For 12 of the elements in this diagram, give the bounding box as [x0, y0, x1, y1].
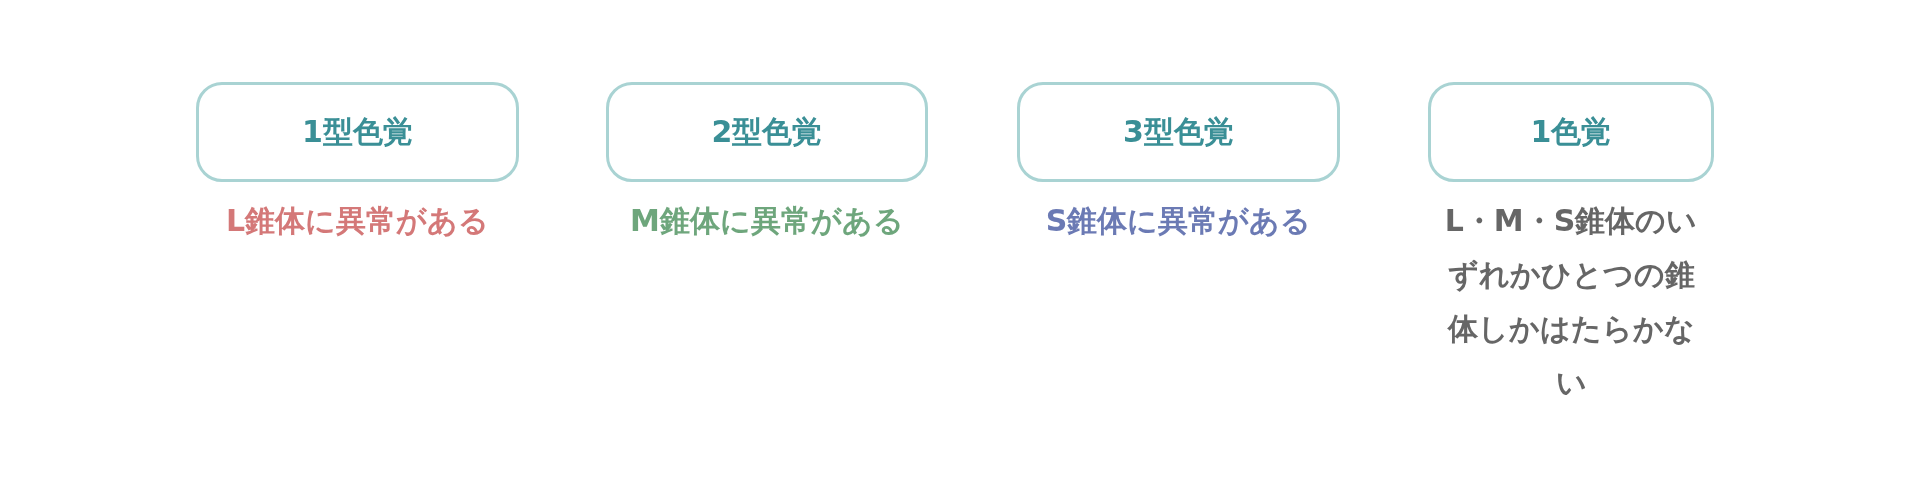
box-title: 1色覚	[1530, 112, 1612, 151]
box-title: 3型色覚	[1123, 112, 1234, 151]
description-text: L・M・S錐体のいずれかひとつの錐体しかはたらかない	[1443, 202, 1699, 402]
rounded-box	[196, 82, 519, 182]
rounded-box	[606, 82, 928, 182]
box-title: 2型色覚	[711, 112, 823, 151]
rounded-box	[1017, 82, 1340, 182]
description-text: M錐体に異常がある	[629, 202, 905, 240]
rounded-box	[1428, 82, 1714, 182]
description-text: S錐体に異常がある	[1044, 202, 1313, 240]
box-title: 1型色覚	[302, 112, 413, 151]
description-text: L錐体に異常がある	[224, 202, 491, 240]
